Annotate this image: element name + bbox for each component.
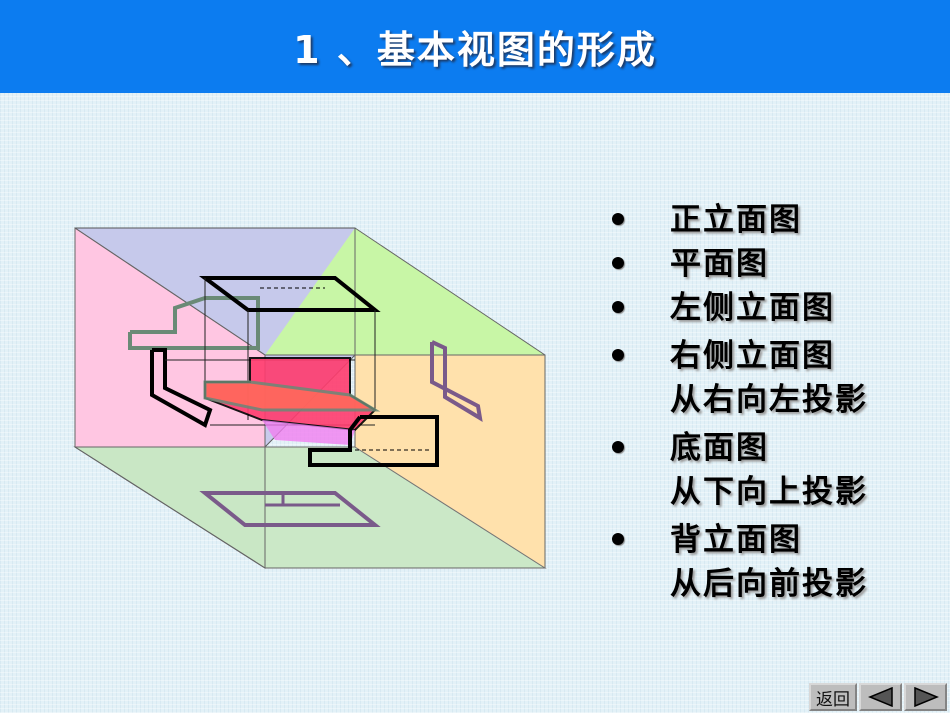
bullet-dot [612,349,624,361]
right-view-projection [430,340,483,422]
slide-navigation: 返回 [809,683,947,711]
list-item: 平面图 [600,242,940,286]
view-name: 右侧立面图 [670,338,835,374]
view-direction: 从下向上投影 [670,474,868,510]
view-name: 左侧立面图 [670,290,835,326]
view-name: 平面图 [670,246,769,282]
left-view-projection [128,296,260,350]
object-base [203,380,381,412]
object-under [262,420,355,445]
slide-title: 1 、基本视图的形成 [293,28,657,72]
bullet-dot [612,533,624,545]
next-slide-button[interactable] [904,683,947,711]
list-item: 左侧立面图 [600,286,940,330]
list-item: 右侧立面图 从右向左投影 [600,334,940,422]
back-view-projection [150,348,213,428]
triangle-right-icon [913,687,939,707]
view-direction: 从右向左投影 [670,382,868,418]
triangle-left-icon [867,687,893,707]
bullet-dot [612,213,624,225]
front-view-projection [308,415,439,467]
list-item: 底面图 从下向上投影 [600,426,940,514]
view-direction: 从后向前投影 [670,566,868,602]
title-bar: 1 、基本视图的形成 [0,0,950,93]
previous-slide-button[interactable] [859,683,902,711]
back-button[interactable]: 返回 [809,683,857,711]
right-plane [355,355,545,568]
view-name: 背立面图 [670,522,802,558]
bottom-view-projection [199,491,381,527]
list-item: 背立面图 从后向前投影 [600,518,940,606]
bullet-dot [612,257,624,269]
view-list: 正立面图 平面图 左侧立面图 右侧立面图 从右向左投影 底面图 从下向上投影 背… [600,198,940,606]
list-item: 正立面图 [600,198,940,242]
bullet-dot [612,441,624,453]
bullet-dot [612,301,624,313]
view-name: 正立面图 [670,202,802,238]
view-name: 底面图 [670,430,769,466]
